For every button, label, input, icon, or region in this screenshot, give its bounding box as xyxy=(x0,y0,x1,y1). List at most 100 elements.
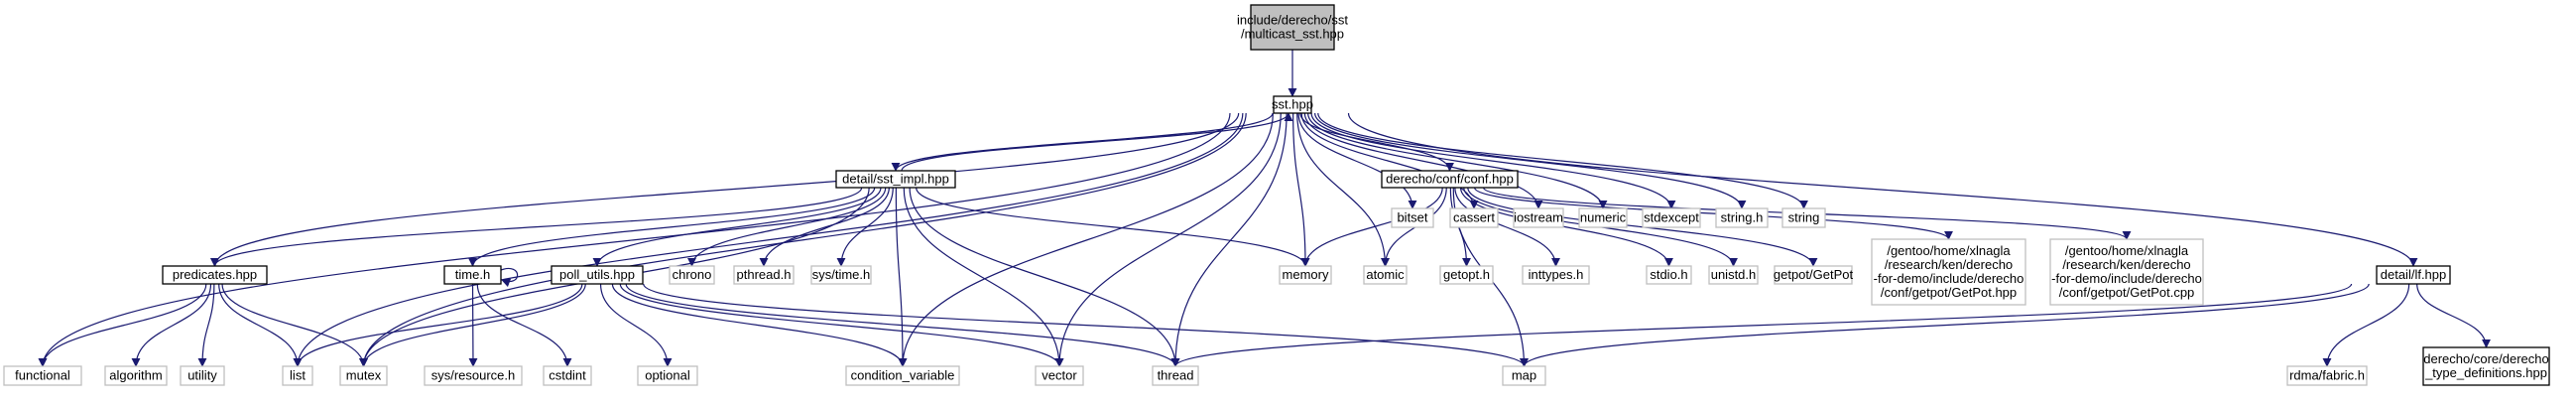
node-box xyxy=(1152,365,1199,386)
edge-sst_impl-to-chrono xyxy=(687,187,887,267)
node-box xyxy=(3,365,82,386)
node-box xyxy=(2049,238,2204,306)
edge-sst-to-condition_variable xyxy=(898,112,1274,367)
node-label: mutex xyxy=(346,368,382,383)
node-lf[interactable]: detail/lf.hpp xyxy=(2376,265,2451,285)
node-label: iostream xyxy=(1514,210,1563,225)
node-label: /conf/getpot/GetPot.cpp xyxy=(2059,285,2195,300)
node-predicates[interactable]: predicates.hpp xyxy=(162,265,268,285)
node-label: chrono xyxy=(673,267,712,282)
node-label: memory xyxy=(1283,267,1329,282)
node-box xyxy=(443,265,502,285)
node-label: condition_variable xyxy=(851,368,955,383)
node-label: numeric xyxy=(1580,210,1627,225)
node-label: -for-demo/include/derecho xyxy=(2051,271,2202,286)
edge-sst_impl-to-poll_utils xyxy=(592,187,882,267)
edge-sst-to-memory xyxy=(1292,112,1310,267)
node-box xyxy=(104,365,168,386)
node-sst-impl[interactable]: detail/sst_impl.hpp xyxy=(835,170,956,189)
node-iostream: iostream xyxy=(1513,207,1564,228)
node-poll-utils[interactable]: poll_utils.hpp xyxy=(551,265,644,285)
node-label: pthread.h xyxy=(737,267,792,282)
edge-sst_impl-to-vector xyxy=(903,187,1064,367)
node-root[interactable]: include/derecho/sst/multicast_sst.hpp xyxy=(1237,4,1348,51)
node-label: derecho/conf/conf.hpp xyxy=(1386,172,1514,187)
edge-sst-to-numeric xyxy=(1307,112,1608,209)
node-cstdint: cstdint xyxy=(543,365,592,386)
node-label: sys/time.h xyxy=(812,267,871,282)
edge-sst-to-functional xyxy=(38,112,1231,367)
node-list: list xyxy=(282,365,313,386)
node-label: thread xyxy=(1158,368,1194,383)
node-label: rdma/fabric.h xyxy=(2289,368,2365,383)
node-label: /multicast_sst.hpp xyxy=(1241,27,1344,42)
node-mutex: mutex xyxy=(339,365,388,386)
node-conf[interactable]: derecho/conf/conf.hpp xyxy=(1381,170,1519,189)
node-box xyxy=(1250,4,1335,51)
node-label: map xyxy=(1512,368,1536,383)
node-label: -for-demo/include/derecho xyxy=(1874,271,2024,286)
edge-sst-to-predicates xyxy=(210,112,1240,267)
node-label: list xyxy=(290,368,306,383)
node-bitset: bitset xyxy=(1391,207,1434,228)
node-box xyxy=(845,365,960,386)
node-atomic: atomic xyxy=(1363,265,1408,285)
edge-conf-to-getpot_hpp xyxy=(1474,187,1953,240)
edge-poll_utils-to-condition_variable xyxy=(611,283,908,367)
node-box xyxy=(637,365,698,386)
edge-sst-to-lf xyxy=(1347,112,2418,267)
node-unistd-h: unistd.h xyxy=(1708,265,1759,285)
node-time-h[interactable]: time.h xyxy=(443,265,502,285)
edge-sst_impl-to-memory xyxy=(916,187,1310,267)
node-type-defs[interactable]: derecho/core/derecho_type_definitions.hp… xyxy=(2422,346,2550,386)
edge-sst-to-cassert xyxy=(1300,112,1479,209)
edge-lf-to-rdma_fabric_h xyxy=(2322,283,2410,367)
node-label: cassert xyxy=(1453,210,1495,225)
edge-sst_impl-to-predicates xyxy=(210,187,863,267)
node-map: map xyxy=(1502,365,1546,386)
node-box xyxy=(1642,207,1701,228)
node-box xyxy=(1502,365,1546,386)
edge-sst_impl-to-thread xyxy=(909,187,1180,367)
node-box xyxy=(543,365,592,386)
node-chrono: chrono xyxy=(669,265,715,285)
node-box xyxy=(669,265,715,285)
node-algorithm: algorithm xyxy=(104,365,168,386)
node-label: sst.hpp xyxy=(1272,97,1313,112)
node-getpot-hpp: /gentoo/home/xlnagla/research/ken/derech… xyxy=(1871,238,2026,306)
node-label: getpot/GetPot xyxy=(1774,267,1854,282)
node-box xyxy=(1439,265,1494,285)
node-rdma-fabric-h: rdma/fabric.h xyxy=(2286,365,2368,386)
node-box xyxy=(1522,265,1590,285)
node-box xyxy=(1646,265,1692,285)
node-label: string.h xyxy=(1721,210,1764,225)
node-box xyxy=(1363,265,1408,285)
node-label: predicates.hpp xyxy=(173,267,257,282)
node-label: sys/resource.h xyxy=(431,368,516,383)
node-box xyxy=(180,365,225,386)
node-functional: functional xyxy=(3,365,82,386)
node-cassert: cassert xyxy=(1449,207,1499,228)
edge-sst_impl-to-condition_variable xyxy=(895,187,908,367)
node-sst[interactable]: sst.hpp xyxy=(1272,95,1313,114)
node-label: cstdint xyxy=(549,368,586,383)
edge-poll_utils-to-mutex xyxy=(359,283,586,367)
node-label: poll_utils.hpp xyxy=(559,267,635,282)
node-box xyxy=(1715,207,1769,228)
node-label: detail/lf.hpp xyxy=(2381,267,2447,282)
node-sys-resource-h: sys/resource.h xyxy=(424,365,523,386)
node-label: include/derecho/sst xyxy=(1237,13,1348,28)
edge-conf-to-stdio_h xyxy=(1459,187,1673,267)
edge-sst-to-vector xyxy=(1054,112,1282,367)
edge-conf-to-getpot xyxy=(1467,187,1818,267)
node-label: /gentoo/home/xlnagla xyxy=(2065,243,2189,258)
node-label: bitset xyxy=(1397,210,1427,225)
edge-sst-to-list xyxy=(293,112,1244,367)
edge-poll_utils-to-vector xyxy=(619,283,1064,367)
node-box xyxy=(1781,207,1826,228)
edge-conf-to-inttypes_h xyxy=(1454,187,1560,267)
node-box xyxy=(1381,170,1519,189)
node-getopt-h: getopt.h xyxy=(1439,265,1494,285)
node-box xyxy=(835,170,956,189)
